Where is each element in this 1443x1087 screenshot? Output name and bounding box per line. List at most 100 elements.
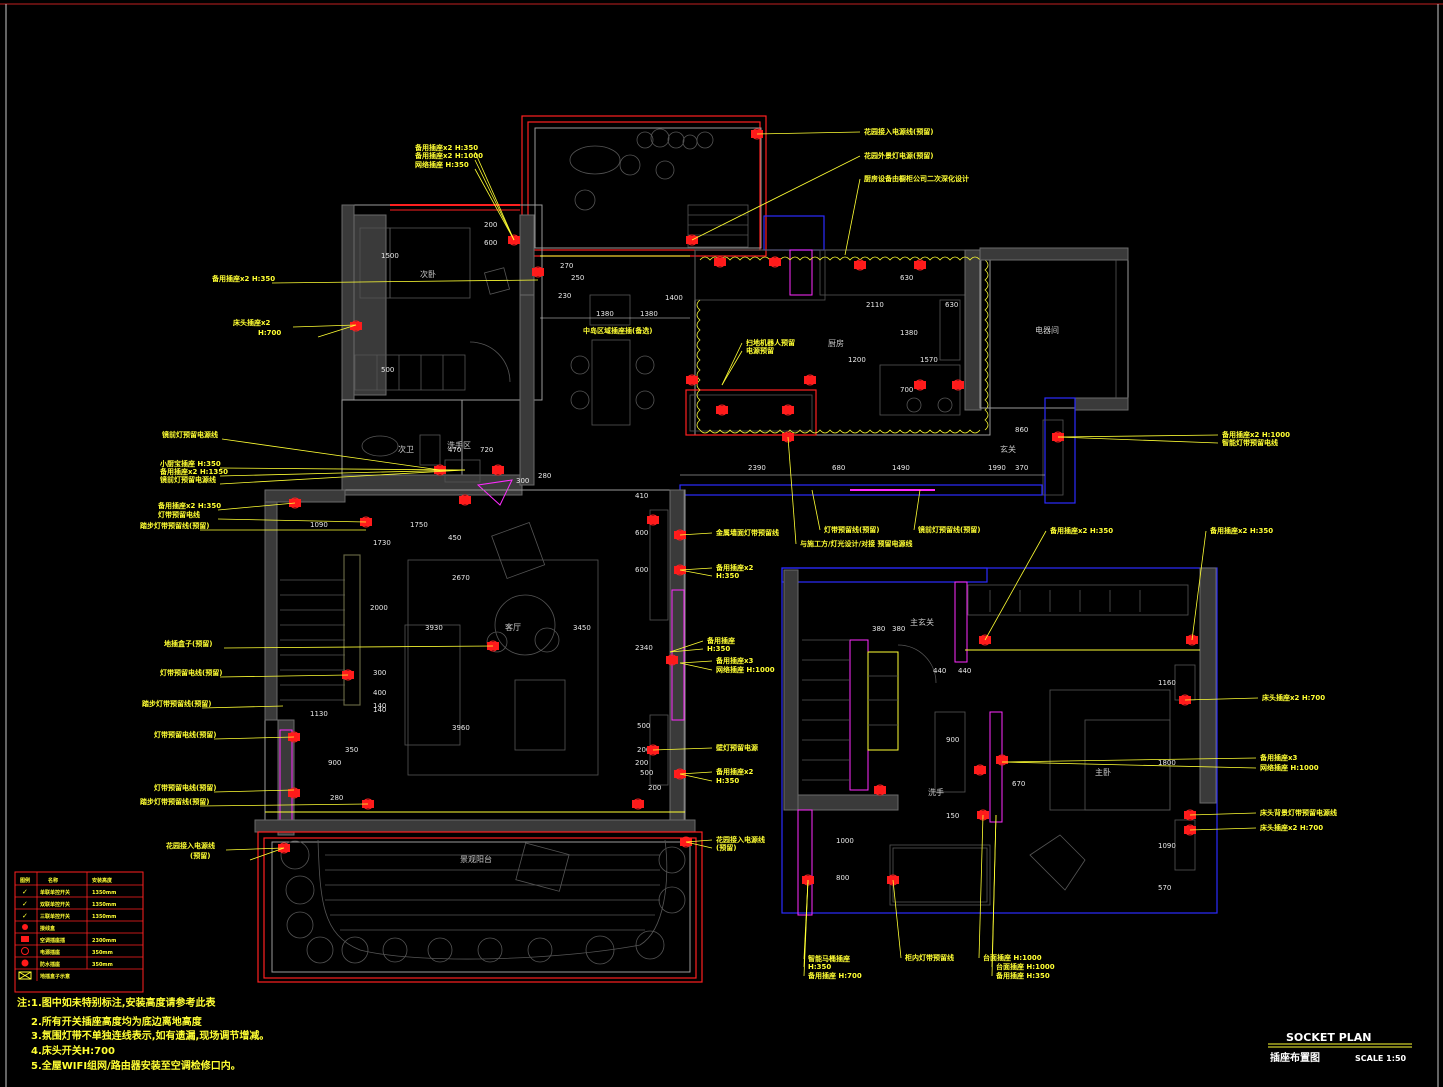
dimension-text: 3450 bbox=[573, 624, 591, 632]
leader-line bbox=[201, 705, 284, 709]
room-master-entry: 主玄关 bbox=[910, 617, 934, 627]
leader-line bbox=[1191, 530, 1207, 641]
note-1: 注:1.图中如未特别标注,安装高度请参考此表 bbox=[17, 996, 217, 1009]
leader-line bbox=[756, 131, 861, 135]
leader-line bbox=[691, 155, 861, 241]
annotation-label: 备用插座x2 H:350 bbox=[414, 143, 478, 152]
socket-marker bbox=[714, 258, 726, 266]
leader-line bbox=[219, 469, 466, 485]
dimension-text: 2670 bbox=[452, 574, 470, 582]
annotation-label: H:350 bbox=[716, 777, 739, 785]
socket-ring bbox=[350, 320, 362, 332]
annotation-label: 网络插座 H:1000 bbox=[1260, 763, 1319, 772]
annotation-label: 灯带预留电线(预留) bbox=[154, 730, 216, 739]
socket-ring bbox=[782, 404, 794, 416]
annotation-label: 灯带预留电线(预留) bbox=[154, 783, 216, 792]
dimension-text: 630 bbox=[945, 301, 958, 309]
annotation-label: 花园接入电源线 bbox=[166, 841, 215, 850]
legend-table: 图例 名称 安装高度 单联单控开关 1350mm 双联单控开关 1350mm 三… bbox=[14, 871, 144, 993]
socket-ring bbox=[769, 256, 781, 268]
annotation-label: H:350 bbox=[808, 963, 831, 971]
leader-line bbox=[1001, 757, 1257, 763]
dimension-text: 1490 bbox=[892, 464, 910, 472]
leader-line bbox=[679, 567, 713, 571]
leader-line bbox=[787, 436, 797, 545]
dimension-text: 900 bbox=[946, 736, 959, 744]
annotation-label: 扫地机器人预留 bbox=[746, 338, 795, 347]
leader-line bbox=[1189, 827, 1257, 831]
socket-marker bbox=[952, 381, 964, 389]
room-master-bedroom: 主卧 bbox=[1095, 767, 1111, 777]
leader-line bbox=[474, 151, 515, 241]
dimension-text: 410 bbox=[635, 492, 648, 500]
note-3: 3.氛围灯带不单独连线表示,如有遗漏,现场调节增减。 bbox=[31, 1029, 269, 1042]
socket-ring bbox=[914, 259, 926, 271]
dimension-text: 570 bbox=[1158, 884, 1171, 892]
socket-ring bbox=[716, 404, 728, 416]
legend-row-name: 双联单控开关 bbox=[40, 901, 70, 908]
dimension-text: 500 bbox=[640, 769, 653, 777]
dimension-text: 370 bbox=[1015, 464, 1028, 472]
dimension-text: 1800 bbox=[1158, 759, 1176, 767]
annotation-label: 备用插座x2 H:350 bbox=[211, 274, 275, 283]
annotation-label: 镜前灯预留电源线 bbox=[160, 475, 216, 484]
annotation-label: 小厨宝插座 H:350 bbox=[159, 459, 221, 468]
dimension-text: 1000 bbox=[836, 837, 854, 845]
socket-marker bbox=[769, 258, 781, 266]
dimension-text: 150 bbox=[946, 812, 959, 820]
leader-line bbox=[213, 789, 295, 793]
dimension-text: 280 bbox=[538, 472, 551, 480]
leader-line bbox=[679, 569, 713, 577]
leader-line bbox=[652, 747, 713, 751]
socket-ring bbox=[974, 764, 986, 776]
leader-line bbox=[225, 847, 285, 851]
master-floorplan: 主玄关 洗手 主卧 bbox=[781, 567, 1218, 916]
socket-marker bbox=[914, 261, 926, 269]
annotation-label: 与施工方/灯光设计/对接 预留电源线 bbox=[800, 539, 913, 548]
annotation-label: 花园外景灯电源(预留) bbox=[864, 151, 933, 160]
legend-header-height: 安装高度 bbox=[92, 877, 113, 884]
dimension-text: 1570 bbox=[920, 356, 938, 364]
dimension-text: 440 bbox=[933, 667, 946, 675]
dimension-text: 1500 bbox=[381, 252, 399, 260]
dimension-text: 1400 bbox=[665, 294, 683, 302]
socket-ring bbox=[288, 787, 300, 799]
drawing-scale: SCALE 1:50 bbox=[1355, 1054, 1407, 1063]
socket-marker bbox=[459, 496, 471, 504]
dimension-text: 250 bbox=[571, 274, 584, 282]
leader-line bbox=[474, 168, 515, 241]
note-2: 2.所有开关插座高度均为底边离地高度 bbox=[31, 1015, 203, 1028]
socket-marker bbox=[532, 268, 544, 276]
socket-ring bbox=[492, 464, 504, 476]
dimension-text: 2110 bbox=[866, 301, 884, 309]
dimension-text: 1090 bbox=[1158, 842, 1176, 850]
leader-line bbox=[721, 342, 743, 386]
room-bath: 次卫 bbox=[398, 444, 414, 454]
leader-line bbox=[913, 489, 921, 531]
annotation-label: 备用插座x3 bbox=[715, 656, 754, 665]
dimension-text: 280 bbox=[330, 794, 343, 802]
room-second-bedroom: 次卧 bbox=[420, 269, 436, 279]
leader-line bbox=[721, 350, 743, 386]
socket-ring bbox=[804, 374, 816, 386]
leader-line bbox=[219, 469, 466, 477]
leader-line bbox=[685, 841, 713, 849]
annotation-label: (预留) bbox=[190, 851, 210, 860]
dimension-text: 380 bbox=[892, 625, 905, 633]
dimension-text: 1200 bbox=[848, 356, 866, 364]
annotation-label: 智能灯带预留电线 bbox=[1222, 438, 1278, 447]
dimension-text: 1750 bbox=[410, 521, 428, 529]
leader-line bbox=[219, 467, 466, 471]
legend-row-height: 1350mm bbox=[92, 914, 116, 920]
annotation-label: (预留) bbox=[716, 843, 736, 852]
annotation-label: 床头插座x2 bbox=[233, 318, 271, 327]
dimension-text: 270 bbox=[560, 262, 573, 270]
legend-symbols: ✓ ✓ ✓ bbox=[18, 888, 32, 980]
drawing-title-cn: 插座布置图 bbox=[1270, 1051, 1320, 1064]
leader-line bbox=[1057, 436, 1219, 444]
socket-marker bbox=[686, 376, 698, 384]
leader-line bbox=[292, 324, 357, 328]
socket-marker bbox=[492, 466, 504, 474]
dimension-text: 800 bbox=[836, 874, 849, 882]
annotation-label: 灯带预留电线(预留) bbox=[160, 668, 222, 677]
